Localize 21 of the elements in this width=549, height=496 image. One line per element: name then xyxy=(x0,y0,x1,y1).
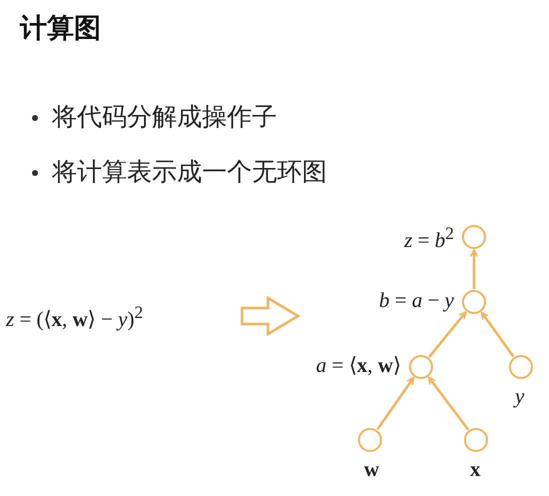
circle-node xyxy=(358,428,382,452)
arrow xyxy=(480,312,514,358)
arrow xyxy=(428,376,470,430)
node-label: y xyxy=(515,384,524,409)
arrow xyxy=(376,376,415,430)
circle-node xyxy=(464,428,488,452)
node-label: z = b$^{2}$ xyxy=(404,223,454,253)
arrow xyxy=(428,311,467,358)
node-label: w xyxy=(364,457,380,482)
title: 计算图 xyxy=(20,12,101,46)
arrow xyxy=(470,249,478,289)
circle-node xyxy=(509,355,533,379)
circle-node xyxy=(462,290,486,314)
node-label: a = ⟨x, w⟩ xyxy=(316,353,401,378)
bullet-text: 将计算表示成一个无环图 xyxy=(52,156,327,188)
formula: z = (⟨x, w⟩ − y)$^{2}$ xyxy=(6,302,144,332)
bullet-text: 将代码分解成操作子 xyxy=(52,101,277,133)
circle-node xyxy=(409,355,433,379)
circle-node xyxy=(462,225,486,249)
node-label: x xyxy=(470,457,480,482)
node-label: b = a − y xyxy=(378,288,454,313)
